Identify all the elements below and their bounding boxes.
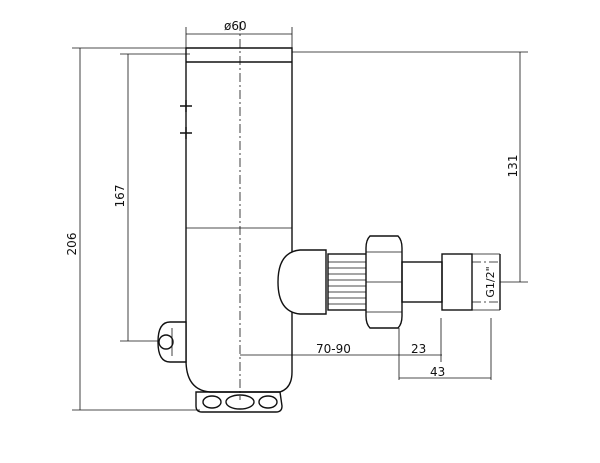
dim-diameter: ø60 bbox=[224, 19, 247, 33]
dim-overall-height: 206 bbox=[65, 233, 79, 256]
dim-outlet-height: 131 bbox=[506, 155, 520, 178]
dim-thread: G1/2" bbox=[484, 266, 497, 297]
dimension-lines bbox=[72, 27, 528, 411]
inlet-knob bbox=[157, 321, 187, 363]
outlet-assembly bbox=[277, 235, 501, 329]
base-plate bbox=[195, 391, 283, 413]
dim-outlet-length: 43 bbox=[430, 365, 445, 379]
dim-nut-offset: 23 bbox=[411, 342, 426, 356]
dim-wall-range: 70-90 bbox=[316, 342, 351, 356]
valve-body bbox=[180, 22, 293, 400]
dim-inlet-height: 167 bbox=[113, 185, 127, 208]
